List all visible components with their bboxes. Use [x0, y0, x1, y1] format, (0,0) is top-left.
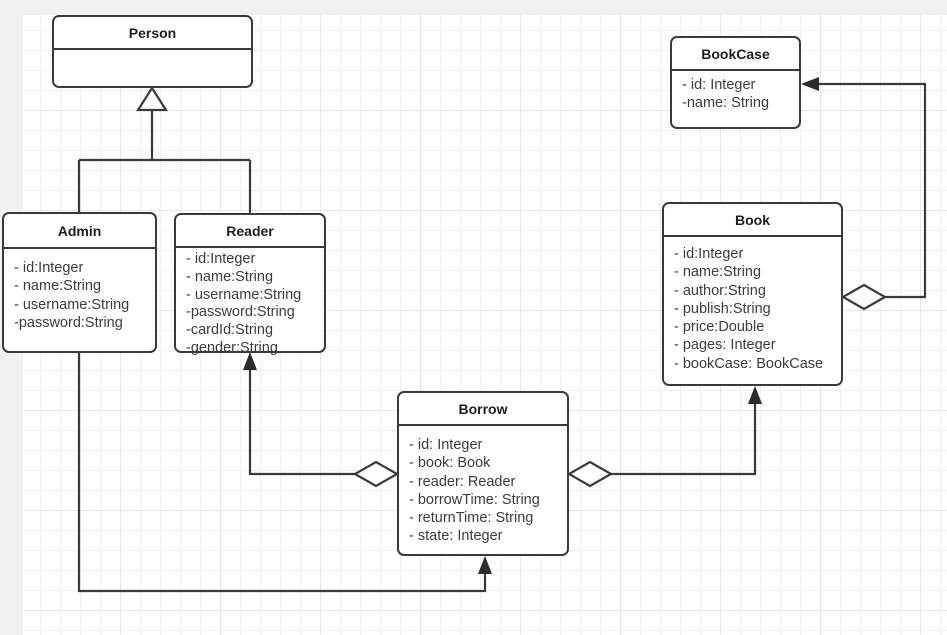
class-attributes-admin: - id:Integer - name:String - username:St… — [4, 249, 155, 332]
attribute-row: -name: String — [682, 95, 770, 112]
attribute-row: - id:Integer — [14, 260, 84, 276]
class-title-admin: Admin — [57, 222, 102, 239]
attribute-row: -password:String — [14, 314, 123, 331]
attribute-row: - state: Integer — [409, 528, 503, 545]
class-title-person: Person — [128, 24, 177, 41]
attribute-row: - id:Integer — [674, 246, 744, 262]
class-box-borrow[interactable]: Borrow - id: Integer - book: Book - read… — [397, 391, 569, 556]
class-header-borrow: Borrow — [399, 393, 567, 426]
class-box-reader[interactable]: Reader - id:Integer - name:String - user… — [174, 213, 326, 356]
class-header-book: Book — [664, 204, 841, 237]
class-attributes-person — [54, 50, 251, 56]
attribute-row: - bookCase: BookCase — [674, 355, 824, 372]
attribute-row: - username:String — [186, 286, 302, 303]
attribute-row: - returnTime: String — [409, 510, 534, 527]
attribute-row: - name:String — [14, 278, 102, 295]
class-box-admin[interactable]: Admin - id:Integer - name:String - usern… — [2, 212, 157, 353]
class-attributes-bookcase: - id: Integer -name: String — [672, 71, 799, 113]
attribute-row: - id: Integer — [682, 77, 756, 93]
attribute-row: - reader: Reader — [409, 473, 516, 490]
attribute-row: -password:String — [186, 304, 295, 321]
class-attributes-borrow: - id: Integer - book: Book - reader: Rea… — [399, 426, 567, 546]
attribute-row: - borrowTime: String — [409, 491, 540, 508]
class-title-borrow: Borrow — [458, 400, 508, 417]
attribute-row: -cardId:String — [186, 322, 274, 339]
class-header-reader: Reader — [176, 215, 324, 248]
attribute-row: - id:Integer — [186, 251, 256, 267]
class-box-person[interactable]: Person — [52, 15, 253, 88]
attribute-row: - author:String — [674, 282, 766, 299]
class-header-bookcase: BookCase — [672, 38, 799, 71]
class-header-admin: Admin — [4, 214, 155, 249]
attribute-row: - publish:String — [674, 300, 771, 317]
class-header-person: Person — [54, 17, 251, 50]
attribute-row: - price:Double — [674, 319, 765, 336]
attribute-row: - id: Integer — [409, 437, 483, 453]
attribute-row: - name:String — [186, 268, 274, 285]
class-box-bookcase[interactable]: BookCase - id: Integer -name: String — [670, 36, 801, 129]
class-title-book: Book — [735, 211, 770, 228]
class-attributes-book: - id:Integer - name:String - author:Stri… — [664, 237, 841, 373]
attribute-row: - name:String — [674, 264, 762, 281]
attribute-row: -gender:String — [186, 339, 278, 356]
class-box-book[interactable]: Book - id:Integer - name:String - author… — [662, 202, 843, 386]
attribute-row: - pages: Integer — [674, 337, 776, 354]
class-title-reader: Reader — [226, 222, 274, 239]
class-title-bookcase: BookCase — [701, 45, 770, 62]
attribute-row: - book: Book — [409, 455, 491, 472]
class-attributes-reader: - id:Integer - name:String - username:St… — [176, 248, 324, 358]
attribute-row: - username:String — [14, 296, 130, 313]
